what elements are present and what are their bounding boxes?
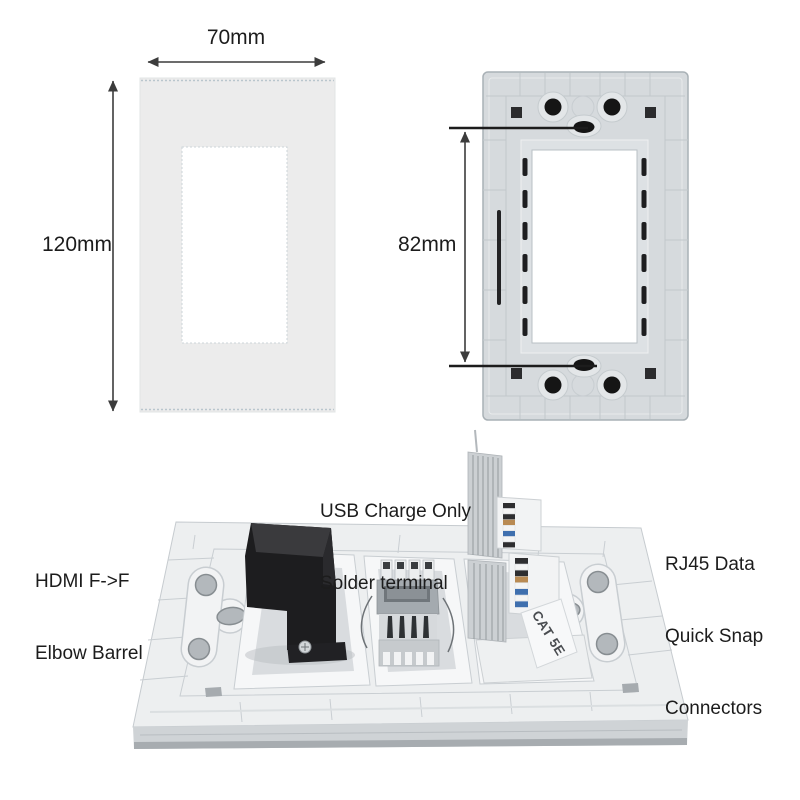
usb-base-teeth — [383, 652, 434, 665]
rj45-connector-label-line3: Connectors — [665, 698, 763, 719]
corner-hole — [511, 107, 522, 118]
plate-notch — [205, 687, 222, 697]
opening-dimension-label: 82mm — [398, 233, 457, 256]
corner-hole — [511, 368, 522, 379]
rj45-punchdown-fins-front — [473, 563, 504, 641]
back-view-dimension — [449, 126, 597, 368]
usb-pins — [387, 616, 429, 638]
hdmi-connector-label: HDMI F->F Elbow Barrel — [35, 522, 143, 690]
screw-hole — [603, 376, 621, 394]
front-view-dimensions — [108, 57, 326, 412]
screw-hole — [187, 637, 211, 661]
corner-hole — [645, 107, 656, 118]
usb-module-label: USB Charge Only Solder terminal — [320, 452, 471, 620]
usb-spring-right — [442, 597, 455, 653]
back-plate-bottom-features — [511, 354, 656, 401]
screw-hole — [603, 98, 621, 116]
front-plate-window — [181, 146, 288, 344]
rj45-connector-label-line1: RJ45 Data — [665, 554, 755, 575]
screw-hole — [544, 98, 562, 116]
back-plate-top-features — [511, 91, 656, 138]
height-dimension-label: 120mm — [42, 233, 113, 256]
exploded-view: CAT 5E — [132, 429, 689, 749]
back-plate-window-latch-slots — [497, 158, 647, 336]
screw-hole — [194, 573, 218, 597]
screw-hole — [544, 376, 562, 394]
corner-hole — [645, 368, 656, 379]
screw-hole — [586, 570, 610, 594]
rj45-wire-color-sticker-rear — [502, 503, 516, 548]
back-plate-highlight — [488, 77, 683, 415]
rj45-connector-label: RJ45 Data Quick Snap Connectors — [665, 505, 763, 745]
back-view-plate — [482, 71, 689, 421]
usb-charge-module — [360, 559, 455, 667]
hdmi-top-facet — [251, 523, 331, 557]
rj45-keystone-connectors: CAT 5E — [467, 429, 593, 684]
rj45-label-face — [520, 598, 578, 669]
left-screw-boss — [180, 566, 248, 668]
front-view-plate — [139, 77, 336, 413]
rj45-punchdown-tower-front — [467, 559, 507, 643]
usb-module-label-line2: Solder terminal — [320, 573, 448, 594]
plate-notch — [622, 683, 639, 693]
hdmi-connector-label-line2: Elbow Barrel — [35, 643, 143, 664]
usb-spring-left — [360, 595, 373, 649]
screw-hole — [595, 632, 619, 656]
hdmi-side-facet — [323, 528, 336, 586]
plate-side-wall-shadow — [134, 738, 687, 749]
rj45-wire-color-sticker-front — [514, 558, 529, 608]
rj45-connector-label-line2: Quick Snap — [665, 626, 764, 647]
back-plate-window — [531, 149, 638, 344]
usb-module-label-line1: USB Charge Only — [320, 501, 472, 522]
hdmi-elbow-connector — [245, 523, 355, 665]
hdmi-connector-label-line1: HDMI F->F — [35, 571, 130, 592]
hdmi-base — [287, 642, 347, 663]
width-dimension-label: 70mm — [206, 26, 266, 49]
